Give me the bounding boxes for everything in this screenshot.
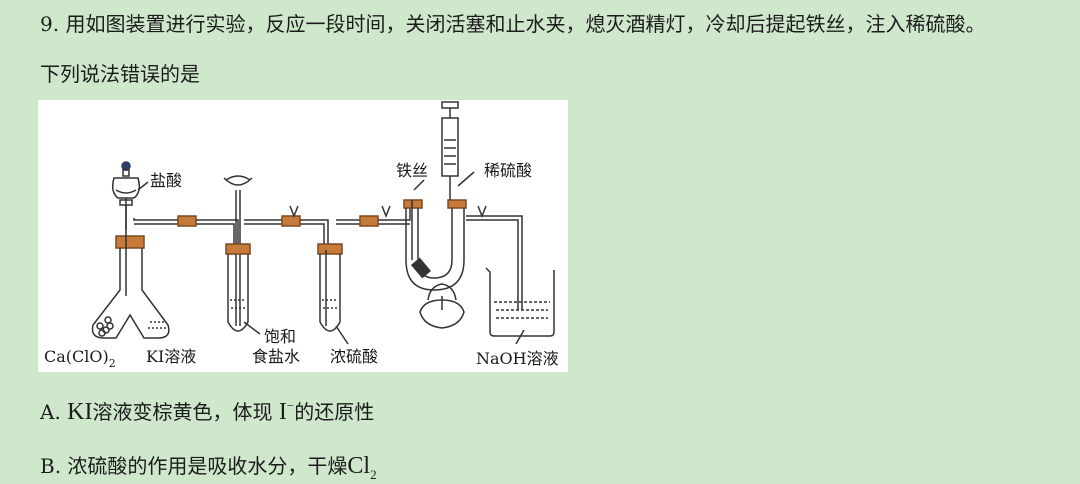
option-b-letter: B. — [40, 454, 62, 478]
label-conc-sulfuric: 浓硫酸 — [330, 347, 378, 366]
apparatus-diagram: 盐酸 Ca(ClO)2 KI溶液 饱和 食盐水 浓硫酸 铁丝 稀硫酸 NaOH溶… — [44, 101, 559, 370]
label-dilute-sulfuric: 稀硫酸 — [484, 161, 532, 180]
y-flask — [91, 205, 170, 339]
label-saturated-2: 食盐水 — [252, 347, 300, 366]
option-a-ion: I− — [278, 398, 295, 425]
option-a-text2: 的还原性 — [294, 400, 375, 424]
label-iron-wire: 铁丝 — [396, 161, 428, 180]
syringe — [441, 101, 459, 200]
option-a-letter: A. — [40, 400, 61, 424]
conc-acid-tube — [317, 243, 343, 332]
question-stem-line2: 下列说法错误的是 — [40, 62, 200, 86]
u-tube — [403, 199, 467, 291]
option-b[interactable]: B. 浓硫酸的作用是吸收水分，干燥Cl2 — [40, 450, 377, 483]
apparatus-figure: 盐酸 Ca(ClO)2 KI溶液 饱和 食盐水 浓硫酸 铁丝 稀硫酸 NaOH溶… — [38, 100, 568, 372]
option-b-text1: 浓硫酸的作用是吸收水分，干燥 — [67, 454, 348, 478]
option-a[interactable]: A. KI溶液变棕黄色，体现 I−的还原性 — [40, 396, 374, 426]
question-stem-line1: 9. 用如图装置进行实验，反应一段时间，关闭活塞和止水夹，熄灭酒精灯，冷却后提起… — [40, 12, 986, 36]
label-ki-solution: KI溶液 — [146, 347, 196, 366]
label-caclo2: Ca(ClO)2 — [44, 347, 116, 370]
option-b-formula: Cl2 — [347, 453, 377, 482]
naoh-beaker — [485, 267, 555, 337]
label-hcl: 盐酸 — [150, 171, 182, 190]
label-naoh-solution: NaOH溶液 — [476, 349, 559, 368]
salt-water-tube — [223, 175, 253, 332]
alcohol-lamp — [419, 283, 465, 329]
option-a-text1: 溶液变棕黄色，体现 — [92, 400, 273, 424]
option-a-formula: KI — [67, 399, 93, 425]
label-saturated-1: 饱和 — [264, 327, 296, 346]
